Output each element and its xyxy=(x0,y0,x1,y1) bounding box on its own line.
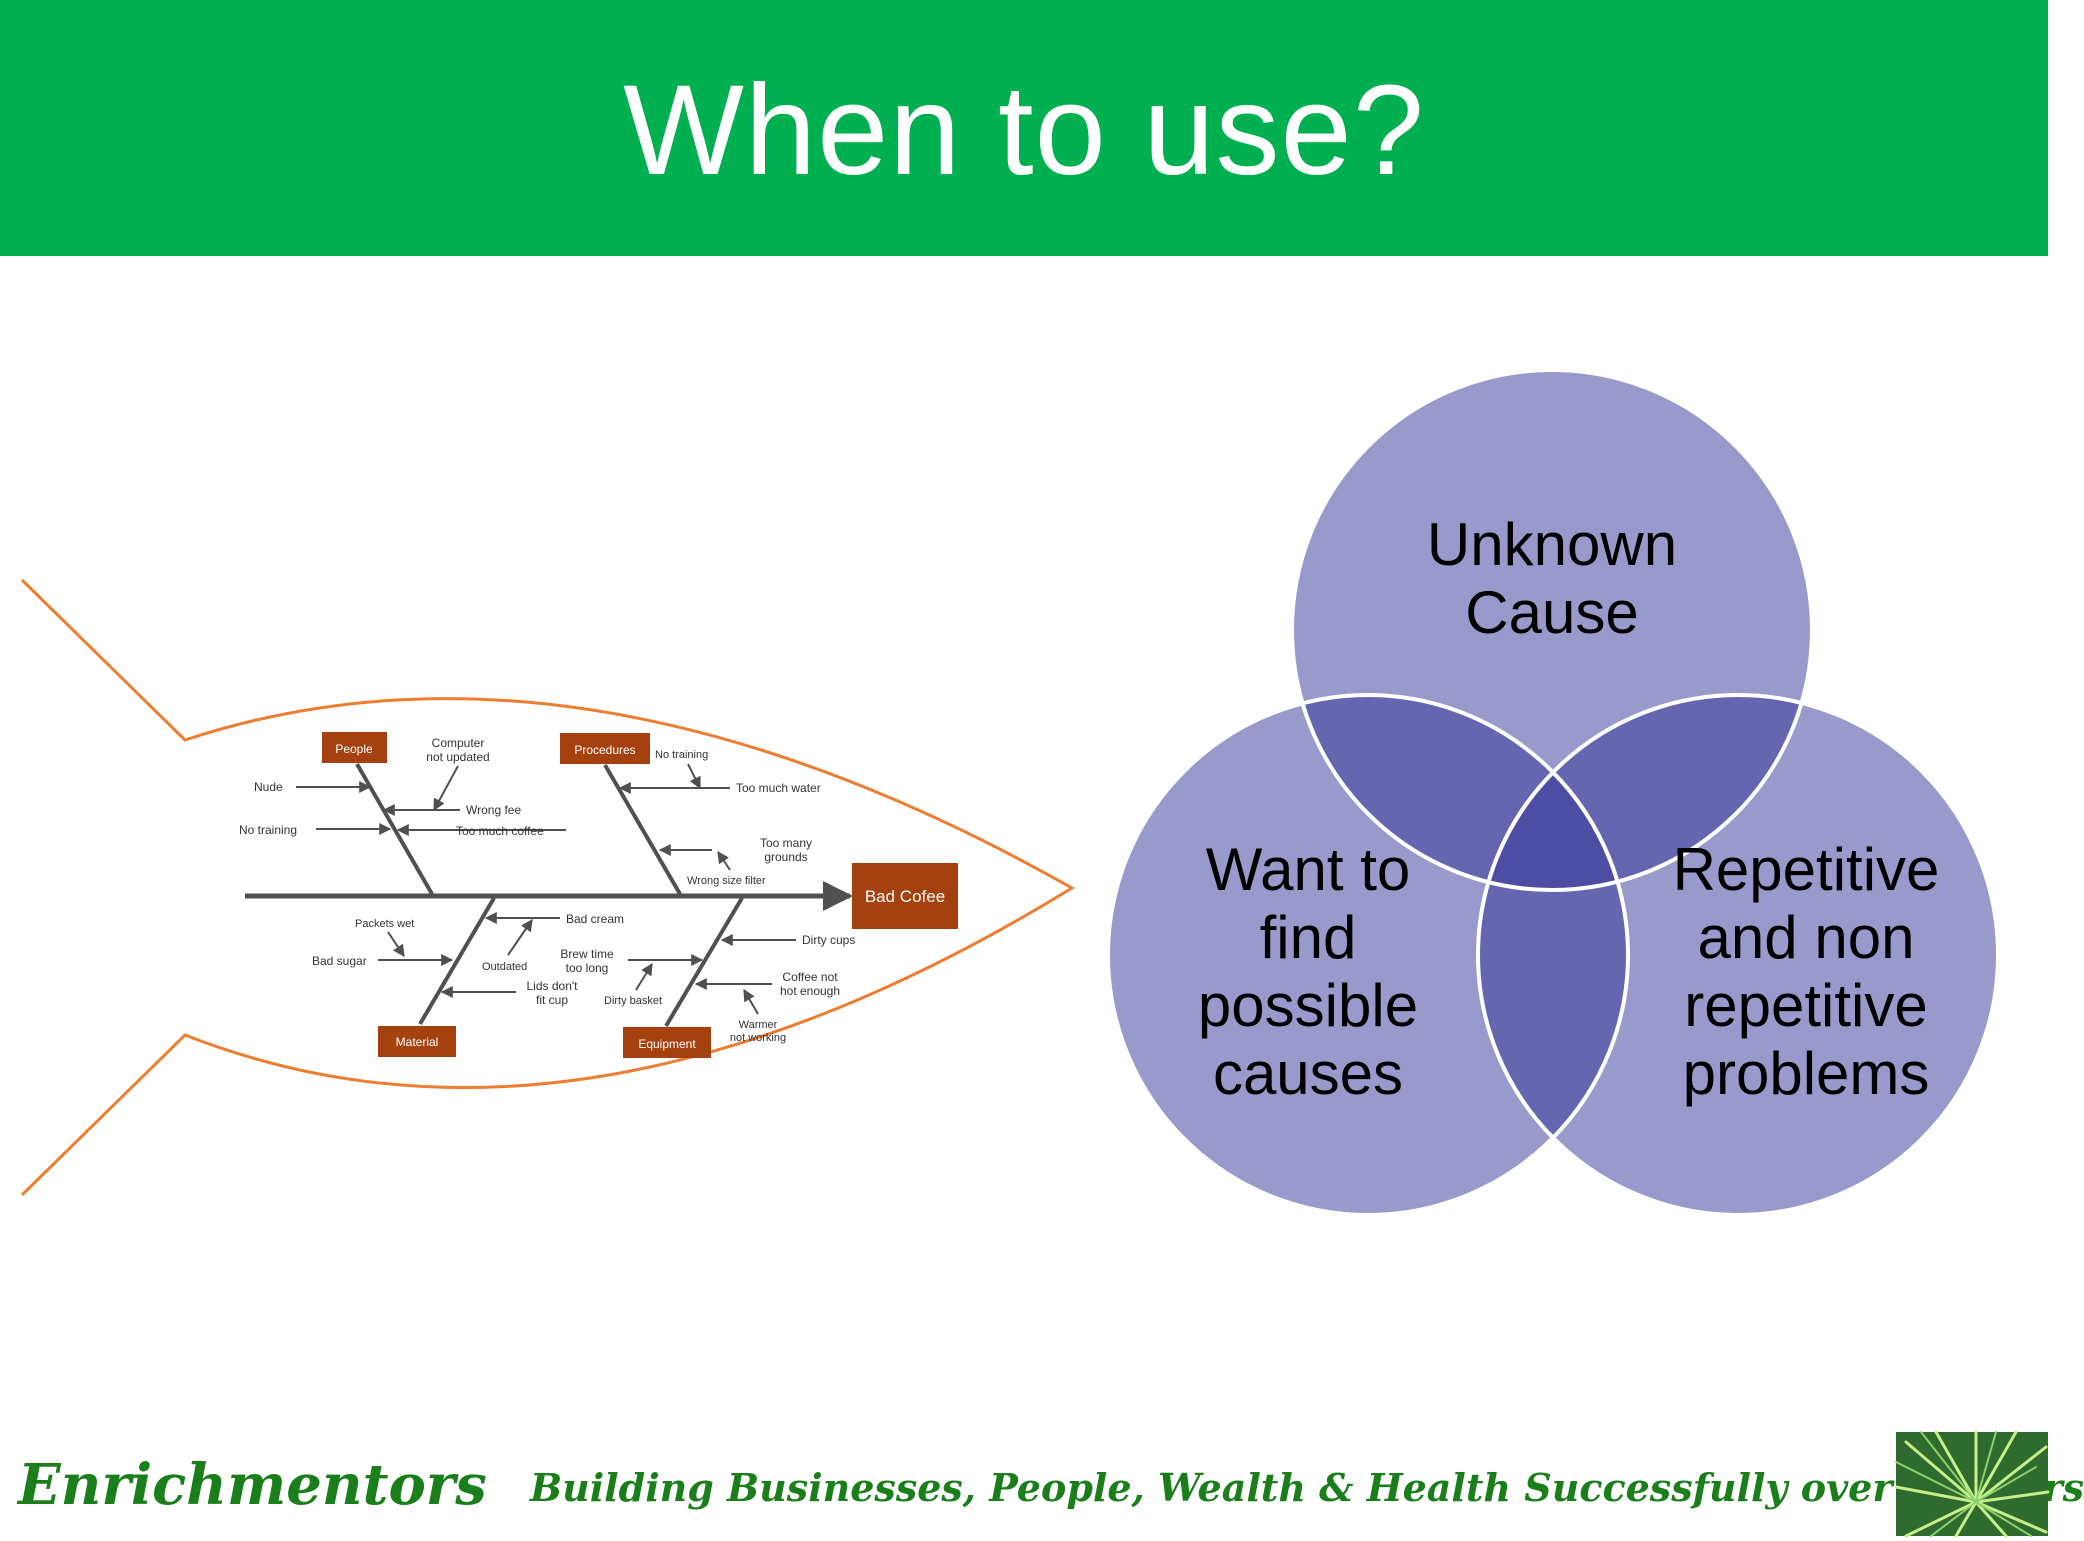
title-banner: When to use? xyxy=(0,0,2048,256)
venn-outline-repetitive xyxy=(1476,693,2000,1217)
category-box-equipment: Equipment xyxy=(623,1027,711,1058)
slide-title: When to use? xyxy=(623,59,1425,202)
category-box-people: People xyxy=(322,732,387,763)
effect-label: Bad Cofee xyxy=(865,887,945,906)
arrow-dirty-basket xyxy=(635,962,653,991)
category-label-material: Material xyxy=(396,1035,439,1049)
cause-dirty-cups: Dirty cups xyxy=(802,933,855,947)
slide-canvas: Bad Cofee People Procedures Material Equ… xyxy=(20,368,2000,1217)
venn-overlap-top-right xyxy=(1478,695,1812,890)
category-box-procedures: Procedures xyxy=(560,733,650,764)
fish-outline xyxy=(20,578,1075,1197)
palm-leaf-icon xyxy=(1894,1430,2050,1538)
footer-brand: Enrichmentors xyxy=(18,1452,487,1518)
cause-no-training-people: No training xyxy=(239,823,297,837)
fishbone-diagram: Bad Cofee People Procedures Material Equ… xyxy=(20,578,1075,1197)
cause-bad-sugar: Bad sugar xyxy=(312,954,367,968)
arrow-warmer xyxy=(743,988,759,1015)
arrow-computer-not-updated xyxy=(433,765,459,812)
cause-outdated: Outdated xyxy=(482,961,527,973)
cause-too-much-water: Too much water xyxy=(736,781,821,795)
category-label-procedures: Procedures xyxy=(574,743,635,757)
footer-tagline: Building Businesses, People, Wealth & He… xyxy=(530,1465,2084,1510)
cause-wrong-fee: Wrong fee xyxy=(466,803,521,817)
venn-outline-unknown-cause xyxy=(1290,368,1814,892)
bone-procedures xyxy=(603,763,682,896)
cause-too-much-coffee: Too much coffee xyxy=(456,824,544,838)
effect-box: Bad Cofee xyxy=(852,863,958,929)
cause-arrows xyxy=(296,763,796,1015)
cause-wrong-size-filter: Wrong size filter xyxy=(687,875,766,887)
category-label-people: People xyxy=(335,742,373,756)
cause-bad-cream: Bad cream xyxy=(566,912,624,926)
arrow-outdated xyxy=(507,919,533,956)
category-label-equipment: Equipment xyxy=(638,1037,696,1051)
cause-packets-wet: Packets wet xyxy=(355,918,414,930)
bone-material xyxy=(418,896,496,1026)
arrow-no-training-procedures xyxy=(687,763,701,790)
cause-dirty-basket: Dirty basket xyxy=(604,995,662,1007)
arrow-packets-wet xyxy=(387,931,405,957)
cause-no-training-procedures: No training xyxy=(655,749,708,761)
bone-equipment xyxy=(664,896,744,1028)
cause-nude: Nude xyxy=(254,780,283,794)
arrow-wrong-size-filter xyxy=(717,851,731,871)
venn-overlap-top-left xyxy=(1292,695,1628,890)
category-box-material: Material xyxy=(378,1026,456,1057)
venn-outline-find-causes xyxy=(1106,693,1630,1217)
